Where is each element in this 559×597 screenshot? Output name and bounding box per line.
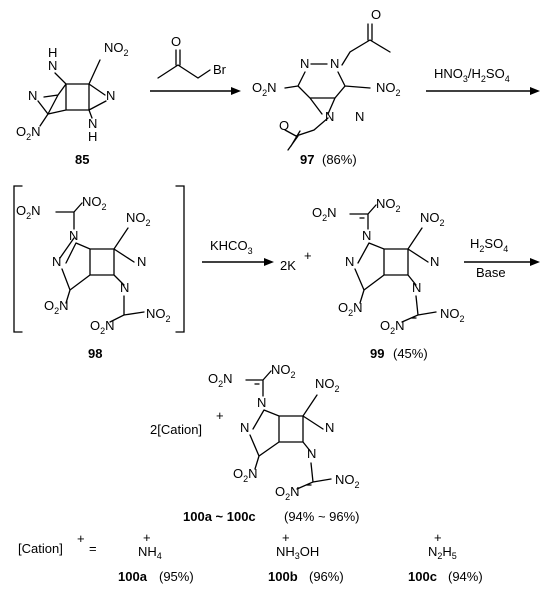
atom-label: N: [355, 109, 364, 124]
cation-def-label: [Cation]: [18, 541, 63, 556]
charge-label: +: [216, 408, 224, 423]
counterion-label: 2K: [280, 258, 296, 273]
equals-label: =: [89, 541, 97, 556]
cation-yield: (96%): [309, 569, 344, 584]
reagent-khco3: KHCO3: [210, 238, 253, 256]
atom-label: N: [52, 254, 61, 269]
compound-97: O N N N N NO2 O2N O 97 (86%): [252, 7, 401, 167]
cation-formula: NH4: [138, 544, 162, 561]
compound-98: O2N NO2 NO2 N N N N O2N O2N NO2 98: [13, 185, 185, 361]
compound-99: 2K + O2N NO2 NO2 N N N N O2N O2N NO2 99 …: [280, 196, 465, 361]
atom-label: N: [330, 56, 339, 71]
nitro-label: NO2: [146, 306, 171, 324]
cation-100a: + NH4 100a (95%): [118, 530, 194, 584]
nitro-label: O2N: [338, 300, 363, 318]
atom-label: N: [345, 254, 354, 269]
bromine-label: Br: [213, 62, 227, 77]
reagent-label: Base: [476, 265, 506, 280]
atom-label: O: [279, 118, 289, 133]
reagent-label: KHCO3: [210, 238, 253, 256]
reaction-arrow-4: [464, 258, 540, 266]
cation-100b: + NH3OH 100b (96%): [268, 530, 344, 584]
cation-id: 100b: [268, 569, 298, 584]
reagent-acid-base: H2SO4 Base: [470, 236, 508, 280]
nitro-label: NO2: [126, 210, 151, 228]
atom-label: N: [28, 88, 37, 103]
nitro-label: O2N: [312, 205, 337, 223]
atom-label: N: [88, 116, 97, 131]
atom-label: N: [430, 254, 439, 269]
nitro-label: NO2: [335, 472, 360, 490]
cation-formula: NH3OH: [276, 544, 319, 561]
nitro-label: NO2: [104, 40, 129, 58]
reaction-arrow-1: [150, 87, 241, 95]
reagent-bromoacetone: O Br: [157, 34, 227, 79]
nitro-label: NO2: [315, 376, 340, 394]
atom-label: H: [88, 129, 97, 144]
atom-label: N: [48, 58, 57, 73]
reagent-label: HNO3/H2SO4: [434, 66, 510, 84]
atom-label: N: [325, 420, 334, 435]
charge-label: +: [304, 248, 312, 263]
charge-label: +: [143, 530, 151, 545]
reagent-nitration: HNO3/H2SO4: [434, 66, 510, 84]
nitro-label: O2N: [252, 80, 277, 98]
cation-definition: [Cation] + = + NH4 100a (95%) + NH3OH 10…: [18, 530, 483, 584]
atom-label: N: [120, 280, 129, 295]
nitro-label: O2N: [90, 318, 115, 336]
cation-id: 100a: [118, 569, 148, 584]
cation-yield: (94%): [448, 569, 483, 584]
reaction-arrow-2: [426, 87, 540, 95]
compound-number: 97: [300, 152, 314, 167]
charge-label: +: [434, 530, 442, 545]
compound-number: 85: [75, 152, 89, 167]
atom-label: N: [362, 228, 371, 243]
compound-yield: (94% ~ 96%): [284, 509, 360, 524]
atom-label: N: [307, 446, 316, 461]
atom-label: N: [300, 56, 309, 71]
nitro-label: O2N: [380, 318, 405, 336]
cation-100c: + N2H5 100c (94%): [408, 530, 483, 584]
atom-label: O: [371, 7, 381, 22]
nitro-label: O2N: [233, 466, 258, 484]
atom-label: N: [257, 395, 266, 410]
cation-label: 2[Cation]: [150, 422, 202, 437]
atom-label: N: [240, 420, 249, 435]
compound-yield: (45%): [393, 346, 428, 361]
compound-85: H N N N N H NO2 O2N 85: [16, 40, 129, 167]
compound-number: 100a ~ 100c: [183, 509, 256, 524]
nitro-label: NO2: [376, 196, 401, 214]
atom-label: N: [412, 280, 421, 295]
reagent-label: H2SO4: [470, 236, 508, 254]
charge-label: +: [77, 531, 85, 546]
atom-label: N: [325, 109, 334, 124]
charge-label: +: [282, 530, 290, 545]
atom-label: N: [69, 228, 78, 243]
atom-label: O: [171, 34, 181, 49]
compound-number: 98: [88, 346, 102, 361]
nitro-label: O2N: [16, 203, 41, 221]
atom-label: N: [106, 88, 115, 103]
nitro-label: O2N: [44, 298, 69, 316]
nitro-label: O2N: [208, 371, 233, 389]
compound-yield: (86%): [322, 152, 357, 167]
cation-formula: N2H5: [428, 544, 457, 561]
cation-id: 100c: [408, 569, 437, 584]
nitro-label: NO2: [82, 194, 107, 212]
atom-label: N: [137, 254, 146, 269]
nitro-label: O2N: [16, 124, 41, 142]
compound-100: 2[Cation] + O2N NO2 NO2 N N N N O2N O2N …: [150, 362, 360, 524]
nitro-label: O2N: [275, 484, 300, 502]
cation-yield: (95%): [159, 569, 194, 584]
nitro-label: NO2: [420, 210, 445, 228]
reaction-arrow-3: [202, 258, 274, 266]
nitro-label: NO2: [271, 362, 296, 380]
nitro-label: NO2: [376, 80, 401, 98]
compound-number: 99: [370, 346, 384, 361]
atom-label: H: [48, 45, 57, 60]
nitro-label: NO2: [440, 306, 465, 324]
